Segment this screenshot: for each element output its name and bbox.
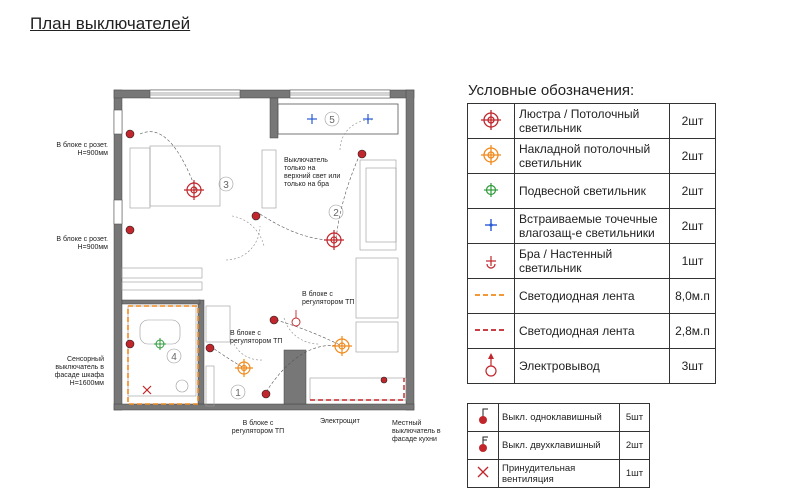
note-electrical-panel: Электрощит xyxy=(320,418,360,425)
room-number-2: 2 xyxy=(333,208,339,219)
surface-ceiling-light-icon xyxy=(235,359,253,377)
led-strip-red xyxy=(310,378,405,401)
legend-item-count: 2шт xyxy=(669,138,716,174)
legend-row: Светодиодная лента 8,0м.п xyxy=(467,278,716,314)
page-title: План выключателей xyxy=(30,14,191,33)
legend-item-label: Электровывод xyxy=(514,348,670,384)
pendant-light-icon xyxy=(484,182,498,197)
legend-item-label: Светодиодная лента xyxy=(514,313,670,349)
ventilation-icon xyxy=(142,385,152,395)
legend-row: Накладной потолочный светильник 2шт xyxy=(467,138,716,174)
balcony xyxy=(277,103,399,135)
switch-legend-label: Выкл. одноклавишный xyxy=(498,403,620,432)
doors xyxy=(225,119,373,361)
note-local-switch: Местный выключатель в фасаде кухни xyxy=(392,420,441,443)
spotlight-icon xyxy=(307,114,373,124)
electrical-outlet-icon xyxy=(291,310,301,327)
ventilation-icon xyxy=(477,466,489,478)
legend-item-count: 1шт xyxy=(669,243,716,279)
chandelier-icon xyxy=(324,230,344,250)
legend-item-label: Бра / Настенный светильник xyxy=(514,243,670,279)
legend-row: Встраиваемые точечные влагозащ-е светиль… xyxy=(467,208,716,244)
legend-title: Условные обозначения: xyxy=(468,82,635,99)
switch-legend-label: Выкл. двухклавишный xyxy=(498,431,620,460)
switch-legend-row: Выкл. двухклавишный 2шт xyxy=(467,431,650,460)
switch-legend-label: Принудительная вентиляция xyxy=(498,459,620,488)
double-switch-icon xyxy=(479,436,488,452)
single-switch-icon xyxy=(125,129,388,399)
led-strip-red-icon xyxy=(475,329,507,331)
note-regulator-3: В блоке с регулятором ТП xyxy=(231,420,285,435)
windows xyxy=(113,89,391,225)
legend-row: Бра / Настенный светильник 1шт xyxy=(467,243,716,279)
wall-sconce-icon xyxy=(486,255,496,269)
switch-legend-row: Выкл. одноклавишный 5шт xyxy=(467,403,650,432)
legend-row: Электровывод 3шт xyxy=(467,348,716,384)
legend-item-label: Подвесной светильник xyxy=(514,173,670,209)
pendant-light-icon xyxy=(154,338,166,350)
furniture xyxy=(121,145,407,407)
legend-item-label: Люстра / Потолочный светильник xyxy=(514,103,670,139)
note-socket-block-1: В блоке с розет. H=900мм xyxy=(56,142,108,157)
legend-item-count: 3шт xyxy=(669,348,716,384)
legend-table: Люстра / Потолочный светильник 2шт Накла… xyxy=(467,103,716,384)
switch-legend-row: Принудительная вентиляция 1шт xyxy=(467,459,650,488)
legend-item-count: 2,8м.п xyxy=(669,313,716,349)
led-strip-orange xyxy=(127,305,199,405)
room-number-4: 4 xyxy=(171,352,177,363)
legend-item-label: Встраиваемые точечные влагозащ-е светиль… xyxy=(514,208,670,244)
note-regulator-2: В блоке с регулятором ТП xyxy=(230,330,283,345)
switch-legend-count: 2шт xyxy=(619,431,650,460)
legend-item-label: Светодиодная лента xyxy=(514,278,670,314)
room-number-3: 3 xyxy=(223,180,229,191)
switch-legend-count: 1шт xyxy=(619,459,650,488)
switch-legend-table: Выкл. одноклавишный 5шт Выкл. двухклавиш… xyxy=(467,403,650,488)
room-number-5: 5 xyxy=(329,115,335,126)
note-socket-block-2: В блоке с розет. H=900мм xyxy=(56,236,108,251)
legend-item-label: Накладной потолочный светильник xyxy=(514,138,670,174)
electrical-outlet-icon xyxy=(485,352,497,377)
led-strip-orange-icon xyxy=(475,294,507,296)
legend-item-count: 8,0м.п xyxy=(669,278,716,314)
note-regulator-1: В блоке с регулятором ТП xyxy=(302,291,355,306)
switch-legend-count: 5шт xyxy=(619,403,650,432)
surface-ceiling-light-icon xyxy=(481,144,501,165)
walls xyxy=(113,89,415,411)
legend-item-count: 2шт xyxy=(669,103,716,139)
room-number-1: 1 xyxy=(235,388,241,399)
room-numbers xyxy=(166,111,344,400)
chandelier-icon xyxy=(184,180,204,200)
spotlight-icon xyxy=(485,218,497,231)
legend-item-count: 2шт xyxy=(669,208,716,244)
single-switch-icon xyxy=(479,408,488,424)
legend-row: Люстра / Потолочный светильник 2шт xyxy=(467,103,716,139)
legend-row: Подвесной светильник 2шт xyxy=(467,173,716,209)
note-sensor-switch: Сенсорный выключатель в фасаде шкафа H=1… xyxy=(54,356,104,387)
surface-ceiling-light-icon xyxy=(332,336,352,356)
chandelier-icon xyxy=(481,109,501,130)
legend-row: Светодиодная лента 2,8м.п xyxy=(467,313,716,349)
legend-item-count: 2шт xyxy=(669,173,716,209)
note-switch-only: Выключатель только на верхний свет или т… xyxy=(284,157,341,188)
